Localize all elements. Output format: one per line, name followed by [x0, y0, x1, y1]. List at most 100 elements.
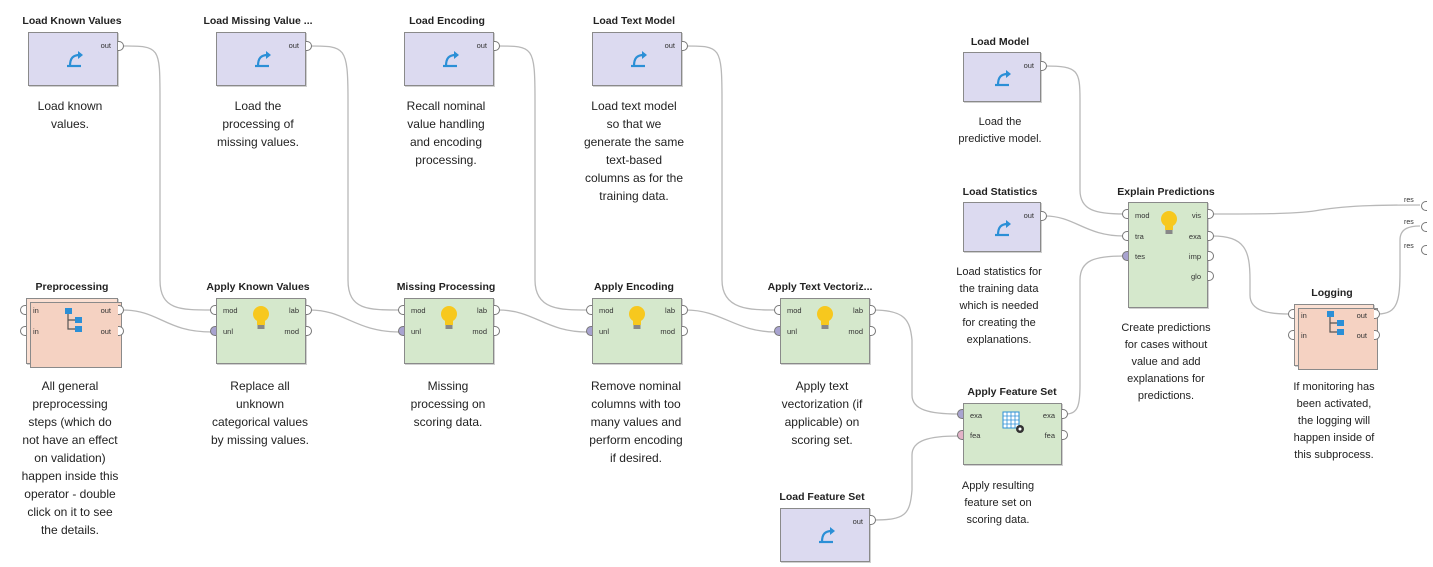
output-port[interactable]: [682, 41, 688, 51]
result-port[interactable]: [1421, 245, 1427, 255]
wire: [1211, 204, 1421, 215]
output-port[interactable]: [306, 326, 312, 336]
port-label: in: [33, 327, 39, 336]
lightbulb-icon: [1161, 211, 1177, 234]
input-port[interactable]: [398, 305, 404, 315]
port-label: in: [1301, 311, 1307, 320]
port-label: fea: [970, 431, 981, 440]
input-port[interactable]: [1288, 309, 1294, 319]
output-port[interactable]: [1062, 409, 1068, 419]
output-port[interactable]: [494, 41, 500, 51]
retrieve-arrow-icon: [819, 527, 835, 544]
port-label: lab: [664, 306, 675, 315]
output-port[interactable]: [1041, 61, 1047, 71]
output-port[interactable]: [1041, 211, 1047, 221]
output-port[interactable]: [118, 41, 124, 51]
port-label: imp: [1188, 252, 1201, 261]
output-port[interactable]: [1208, 271, 1214, 281]
input-port[interactable]: [210, 326, 216, 336]
port-label: fea: [1044, 431, 1055, 440]
load-model-operator[interactable]: out: [963, 52, 1041, 102]
output-port[interactable]: [118, 326, 124, 336]
operator-title: Load Feature Set: [779, 491, 865, 503]
retrieve-arrow-icon: [995, 220, 1011, 237]
explain-predictions-operator[interactable]: mod tra tes vis exa imp glo: [1128, 202, 1208, 308]
lightbulb-icon: [629, 306, 645, 329]
apply-known-values-operator[interactable]: mod unl lab mod: [216, 298, 306, 364]
input-port[interactable]: [957, 409, 963, 419]
load-encoding-operator[interactable]: out: [404, 32, 494, 86]
output-port[interactable]: [870, 326, 876, 336]
operator-title: Missing Processing: [396, 281, 496, 293]
operator-description: Remove nominal columns with too many val…: [589, 379, 683, 465]
port-label: out: [1356, 331, 1367, 340]
output-port[interactable]: [1208, 231, 1214, 241]
output-port[interactable]: [1062, 430, 1068, 440]
input-port[interactable]: [1122, 209, 1128, 219]
output-port[interactable]: [870, 515, 876, 525]
missing-processing-operator[interactable]: mod unl lab mod: [404, 298, 494, 364]
operator-description: Apply resulting feature set on scoring d…: [961, 480, 1035, 526]
result-port[interactable]: [1421, 222, 1427, 232]
output-port[interactable]: [494, 305, 500, 315]
wire: [1044, 215, 1125, 237]
input-port[interactable]: [774, 305, 780, 315]
port-label: vis: [1191, 211, 1201, 220]
output-port[interactable]: [118, 305, 124, 315]
output-port[interactable]: [1208, 209, 1214, 219]
subprocess-tree-icon: [1327, 311, 1344, 335]
operator-description: Create predictions for cases without val…: [1121, 322, 1211, 402]
retrieve-arrow-icon: [995, 70, 1011, 87]
operator-description: All general preprocessing steps (which d…: [21, 379, 119, 537]
port-label: mod: [284, 327, 299, 336]
load-text-model-operator[interactable]: out: [592, 32, 682, 86]
port-label: unl: [223, 327, 234, 336]
output-port[interactable]: [494, 326, 500, 336]
operator-title: Apply Encoding: [594, 281, 674, 293]
port-label: in: [33, 306, 39, 315]
output-port[interactable]: [1208, 251, 1214, 261]
apply-text-vectorization-operator[interactable]: mod unl lab mod: [780, 298, 870, 364]
operator-description: Recall nominal value handling and encodi…: [406, 99, 486, 167]
preprocessing-subprocess[interactable]: in in out out: [26, 298, 122, 368]
wire: [1211, 235, 1291, 315]
input-port[interactable]: [210, 305, 216, 315]
input-port[interactable]: [1122, 251, 1128, 261]
output-port[interactable]: [1374, 330, 1380, 340]
input-port[interactable]: [398, 326, 404, 336]
output-port[interactable]: [1374, 309, 1380, 319]
port-label: out: [100, 306, 111, 315]
wire: [309, 309, 401, 333]
table-gear-icon: [1002, 411, 1024, 433]
operator-title: Apply Text Vectoriz...: [767, 281, 873, 293]
output-port[interactable]: [870, 305, 876, 315]
input-port[interactable]: [1288, 330, 1294, 340]
logging-subprocess[interactable]: in in out out: [1294, 304, 1378, 370]
operator-title: Load Known Values: [22, 15, 122, 27]
output-port[interactable]: [306, 305, 312, 315]
port-label: in: [1301, 331, 1307, 340]
load-feature-set-operator[interactable]: out: [780, 508, 870, 562]
output-port[interactable]: [306, 41, 312, 51]
load-known-values-operator[interactable]: out: [28, 32, 118, 86]
operator-title: Load Model: [970, 36, 1030, 48]
output-port[interactable]: [682, 326, 688, 336]
load-missing-value-operator[interactable]: out: [216, 32, 306, 86]
input-port[interactable]: [957, 430, 963, 440]
lightbulb-icon: [253, 306, 269, 329]
operator-title: Load Text Model: [592, 15, 676, 27]
port-label: out: [852, 517, 863, 526]
input-port[interactable]: [774, 326, 780, 336]
input-port[interactable]: [20, 326, 26, 336]
input-port[interactable]: [586, 305, 592, 315]
wire: [121, 309, 213, 333]
load-statistics-operator[interactable]: out: [963, 202, 1041, 252]
input-port[interactable]: [20, 305, 26, 315]
input-port[interactable]: [586, 326, 592, 336]
input-port[interactable]: [1122, 231, 1128, 241]
output-port[interactable]: [682, 305, 688, 315]
result-port[interactable]: [1421, 201, 1427, 211]
apply-encoding-operator[interactable]: mod unl lab mod: [592, 298, 682, 364]
apply-feature-set-operator[interactable]: exa fea exa fea: [963, 403, 1062, 465]
port-label: mod: [223, 306, 238, 315]
